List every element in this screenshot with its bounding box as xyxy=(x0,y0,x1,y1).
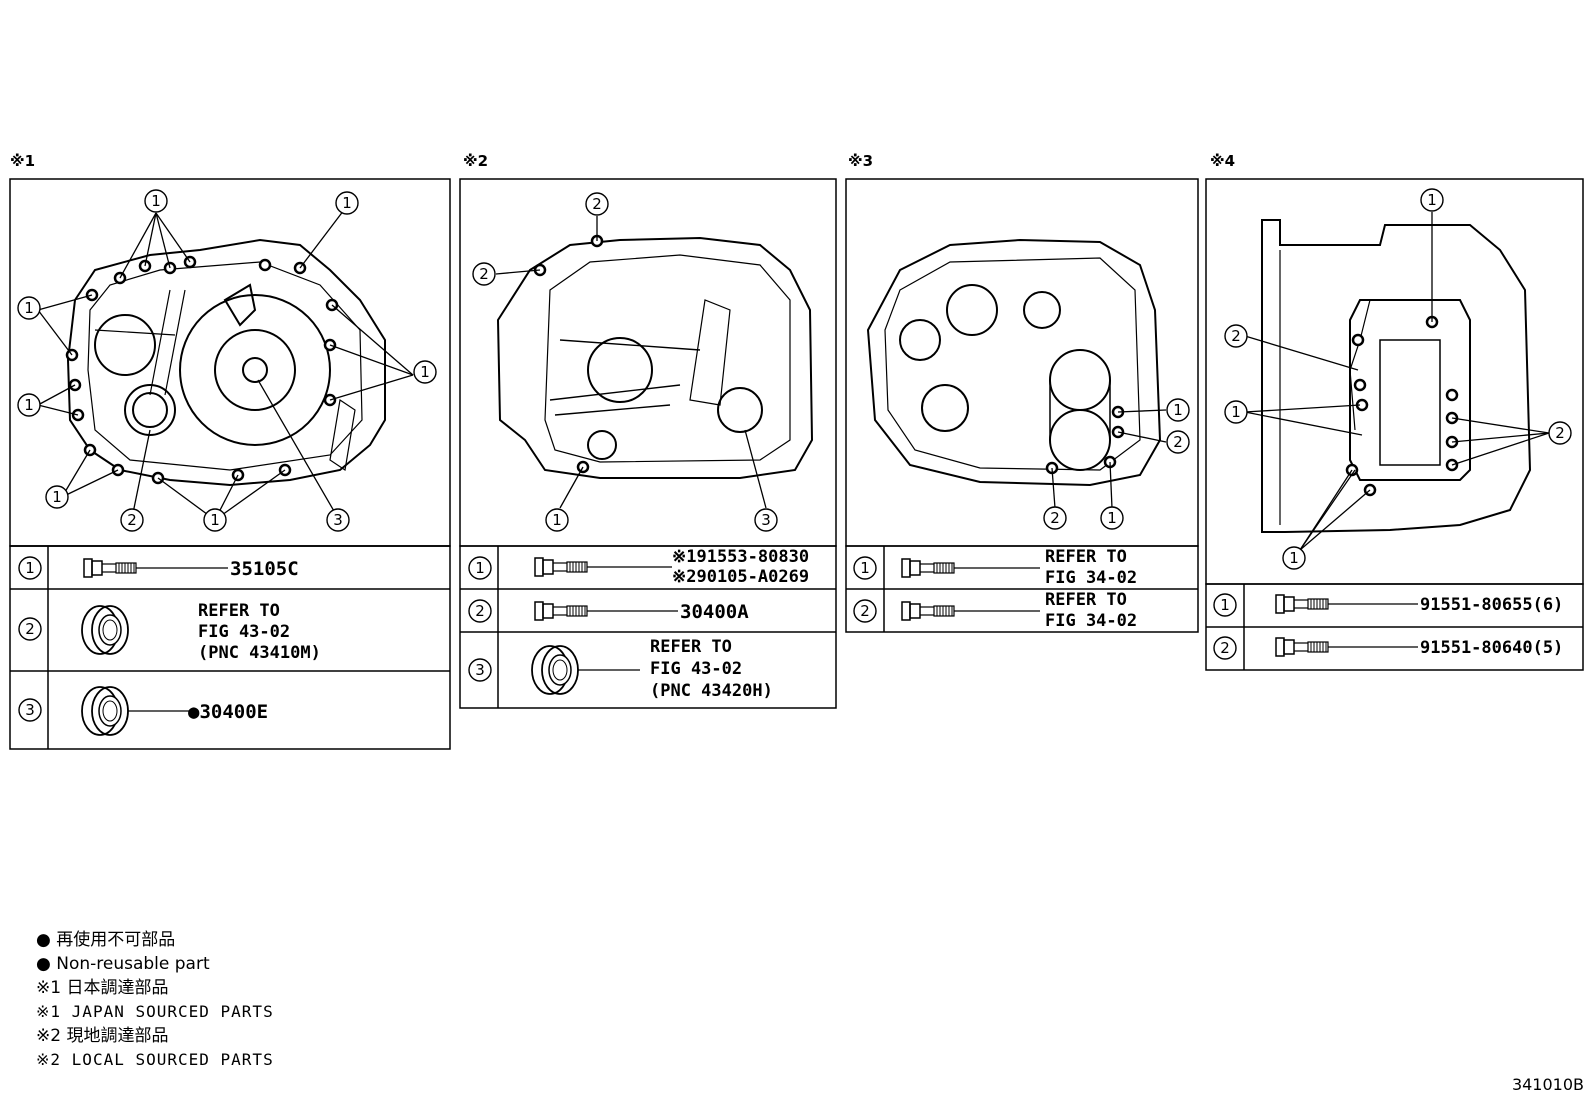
row-number: 2 xyxy=(475,602,485,620)
parts-table-4: 1 2 91551-80655(6) 91551-80640(5) xyxy=(1205,583,1584,671)
panel-3: ※3 1 2 2 xyxy=(845,152,1199,633)
housing-illustration-4 xyxy=(1261,219,1532,533)
legend-line: ※1 日本調達部品 xyxy=(36,978,168,998)
legend-line: ※1 JAPAN SOURCED PARTS xyxy=(36,1002,274,1021)
leader-lines-1 xyxy=(37,205,414,521)
panel-2: ※2 2 2 1 3 xyxy=(459,152,837,709)
callouts-4 xyxy=(1224,188,1572,570)
callout-number: 1 xyxy=(552,511,562,529)
bolt-icon xyxy=(1275,594,1329,614)
legend-line: ※2 LOCAL SOURCED PARTS xyxy=(36,1050,274,1069)
callout-number: 1 xyxy=(1107,509,1117,527)
parts-table-1: 1 2 3 35105C REFER TO FIG 43-02 (PNC 434… xyxy=(9,545,451,750)
callout-number: 1 xyxy=(24,396,34,414)
refer-text: REFER TO xyxy=(650,637,732,657)
callout-number: 2 xyxy=(479,265,489,283)
row-number: 3 xyxy=(25,701,35,719)
panel-4: ※4 1 2 1 2 xyxy=(1205,152,1584,671)
callout-number: 2 xyxy=(1231,327,1241,345)
part-number: 91551-80640(5) xyxy=(1420,638,1563,658)
parts-table-3: 1 2 REFER TO FIG 34-02 REFER TO FIG 34-0… xyxy=(845,545,1199,633)
part-number: 91551-80655(6) xyxy=(1420,595,1563,615)
callouts-2 xyxy=(472,192,778,532)
callout-number: 3 xyxy=(761,511,771,529)
oil-seal-icon xyxy=(81,605,129,655)
row-number: 3 xyxy=(475,661,485,679)
bolt-icon xyxy=(83,558,137,578)
legend: ● 再使用不可部品 ● Non-reusable part ※1 日本調達部品 … xyxy=(36,929,274,1069)
row-number: 2 xyxy=(1220,639,1230,657)
callout-number: 1 xyxy=(420,363,430,381)
callout-number: 1 xyxy=(1173,401,1183,419)
callout-number: 1 xyxy=(1231,403,1241,421)
callout-number: 1 xyxy=(151,192,161,210)
callout-number: 1 xyxy=(1427,191,1437,209)
parts-table-2: 1 2 3 ※191553-80830 ※290105-A0269 30400A… xyxy=(459,545,837,709)
refer-text: FIG 34-02 xyxy=(1045,611,1137,631)
callout-number: 1 xyxy=(1289,549,1299,567)
row-number: 2 xyxy=(860,602,870,620)
part-number: ※290105-A0269 xyxy=(672,567,809,587)
housing-illustration-2 xyxy=(496,236,814,479)
row-number: 2 xyxy=(25,620,35,638)
callouts-1 xyxy=(17,189,437,532)
callout-number: 2 xyxy=(127,511,137,529)
part-number: ●30400E xyxy=(188,701,268,723)
row-number: 1 xyxy=(860,559,870,577)
part-number: 35105C xyxy=(230,558,299,580)
refer-text: REFER TO xyxy=(1045,547,1127,567)
bolt-holes-3 xyxy=(1045,405,1125,475)
row-number: 1 xyxy=(475,559,485,577)
callout-number: 2 xyxy=(1555,424,1565,442)
legend-line: ● 再使用不可部品 xyxy=(36,929,175,950)
part-number: ※191553-80830 xyxy=(672,547,809,567)
refer-text: FIG 43-02 xyxy=(198,622,290,642)
bolt-icon xyxy=(534,601,588,621)
panel-3-mark: ※3 xyxy=(848,152,873,170)
callouts-3 xyxy=(1043,398,1190,530)
refer-text: FIG 34-02 xyxy=(1045,568,1137,588)
refer-text: REFER TO xyxy=(1045,590,1127,610)
refer-text: (PNC 43410M) xyxy=(198,643,321,663)
row-number: 1 xyxy=(25,559,35,577)
housing-illustration-3 xyxy=(866,238,1162,487)
panel-1: ※1 xyxy=(9,152,451,750)
refer-text: REFER TO xyxy=(198,601,280,621)
refer-text: (PNC 43420H) xyxy=(650,681,773,701)
callout-number: 2 xyxy=(1050,509,1060,527)
panel-2-mark: ※2 xyxy=(463,152,488,170)
oil-seal-icon xyxy=(81,686,129,736)
part-number: 30400A xyxy=(680,601,749,623)
refer-text: FIG 43-02 xyxy=(650,659,742,679)
callout-number: 1 xyxy=(52,488,62,506)
callout-number: 1 xyxy=(24,299,34,317)
panel-4-mark: ※4 xyxy=(1210,152,1235,170)
leader-lines-4 xyxy=(1244,212,1550,551)
figure-code: 341010B xyxy=(1512,1075,1584,1094)
callout-number: 3 xyxy=(333,511,343,529)
bolt-icon xyxy=(901,601,955,621)
callout-number: 1 xyxy=(342,194,352,212)
bolt-icon xyxy=(901,558,955,578)
bolt-icon xyxy=(534,557,588,577)
bolt-icon xyxy=(1275,637,1329,657)
row-number: 1 xyxy=(1220,596,1230,614)
callout-number: 2 xyxy=(592,195,602,213)
callout-number: 1 xyxy=(210,511,220,529)
callout-number: 2 xyxy=(1173,433,1183,451)
panel-1-mark: ※1 xyxy=(10,152,35,170)
oil-seal-icon xyxy=(531,645,579,695)
legend-line: ※2 現地調達部品 xyxy=(36,1026,168,1046)
leader-lines-2 xyxy=(495,216,767,509)
legend-line: ● Non-reusable part xyxy=(36,954,210,974)
leader-lines-3 xyxy=(1051,409,1167,509)
